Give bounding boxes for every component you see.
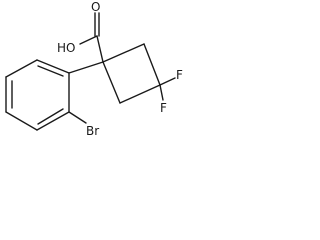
atom-label-br: Br <box>86 124 99 138</box>
bond-ring-1 <box>102 43 145 63</box>
atom-label-o: O <box>91 0 100 14</box>
bond-aryl-5 <box>36 111 70 131</box>
bond-c-f-1 <box>159 77 176 86</box>
atom-label-f-1: F <box>176 68 183 82</box>
bond-ring-2 <box>143 43 161 86</box>
chemical-structure-diagram: O HO F F Br <box>5 0 183 138</box>
bond-c-br <box>68 111 87 124</box>
atom-label-ho: HO <box>57 41 75 55</box>
bond-c-oh <box>79 35 98 45</box>
bond-c-f-2 <box>159 84 164 101</box>
bond-ring-3 <box>119 84 161 104</box>
bond-carboxyl-quaternary <box>96 35 104 63</box>
bond-aryl-inner-1 <box>37 65 64 77</box>
bond-aryl-4 <box>5 111 38 131</box>
atom-label-f-2: F <box>160 101 167 115</box>
bond-ring-4 <box>102 61 121 104</box>
bond-quaternary-aryl <box>68 61 104 74</box>
bond-aryl-1 <box>36 59 70 74</box>
bond-aryl-2 <box>5 59 38 78</box>
bond-aryl-inner-3 <box>37 108 64 125</box>
